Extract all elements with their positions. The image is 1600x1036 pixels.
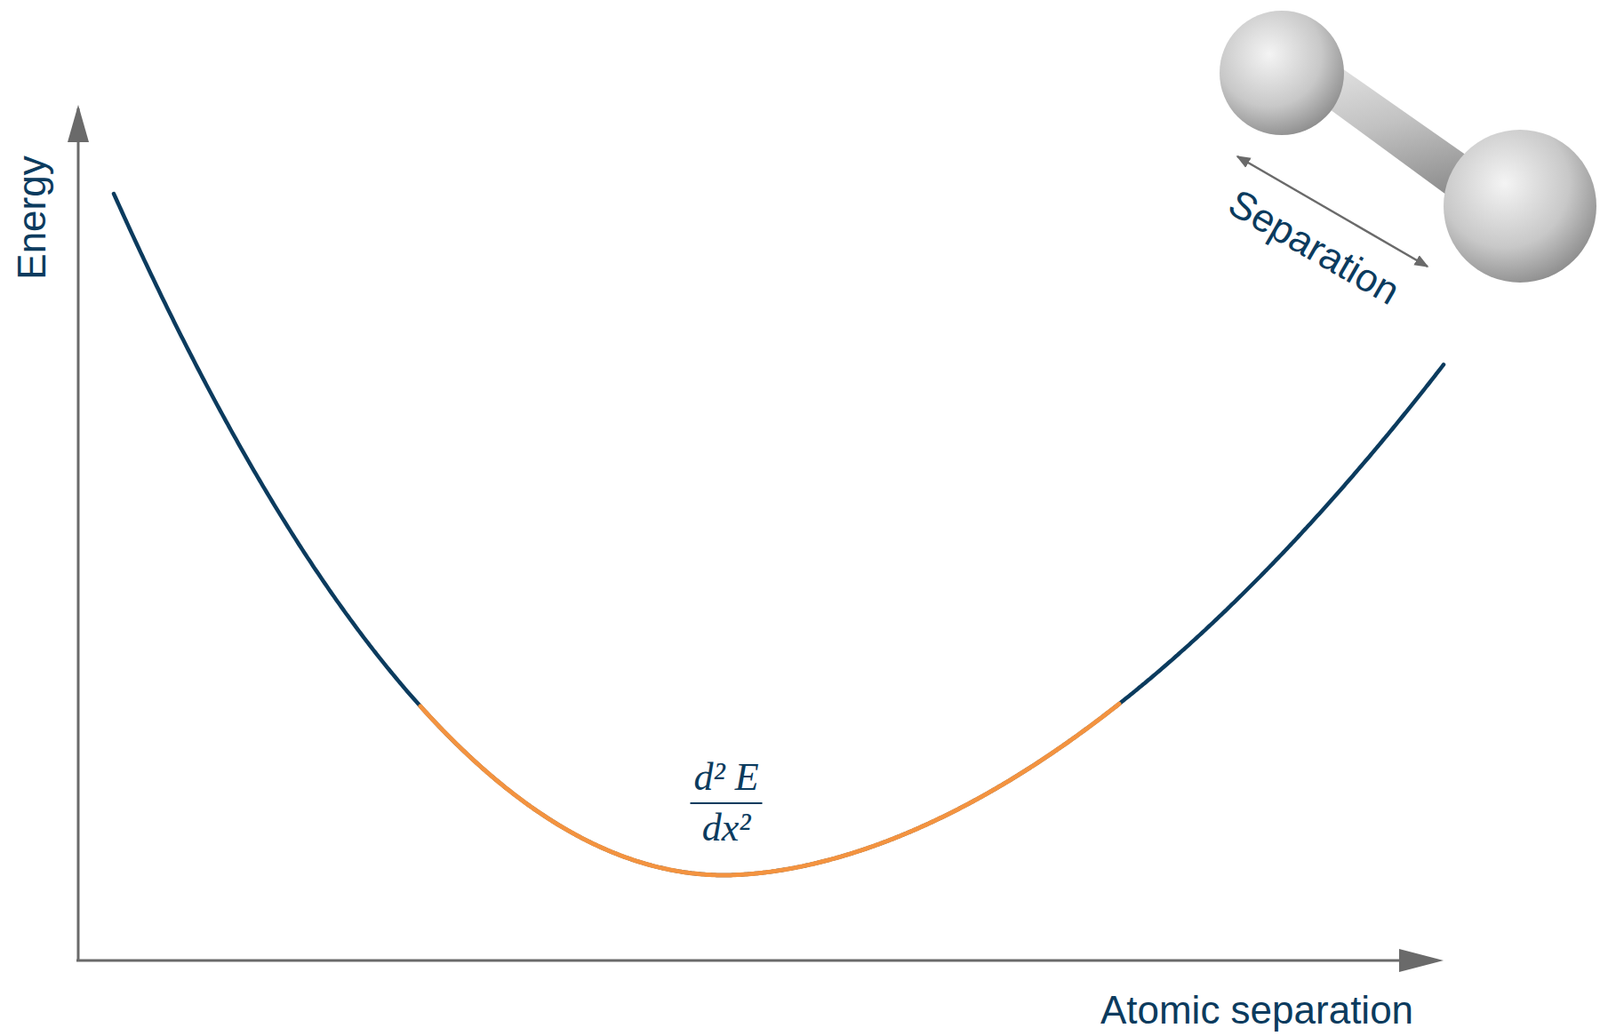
y-axis — [77, 108, 80, 961]
formula-numerator: d² E — [693, 758, 759, 798]
atom — [1219, 10, 1344, 136]
axis-label: Atomic separation — [1100, 991, 1414, 1031]
energy-curve — [113, 193, 1444, 876]
formula-denominator: dx² — [702, 808, 752, 848]
atom — [1443, 129, 1597, 283]
x-axis — [76, 960, 1405, 963]
axis-label: Energy — [12, 155, 52, 280]
x-axis-head — [1399, 949, 1444, 973]
separation-label: Separation — [1222, 183, 1406, 312]
curvature-highlight — [420, 704, 1120, 876]
y-axis-head — [67, 104, 89, 143]
fraction-bar — [690, 802, 763, 805]
